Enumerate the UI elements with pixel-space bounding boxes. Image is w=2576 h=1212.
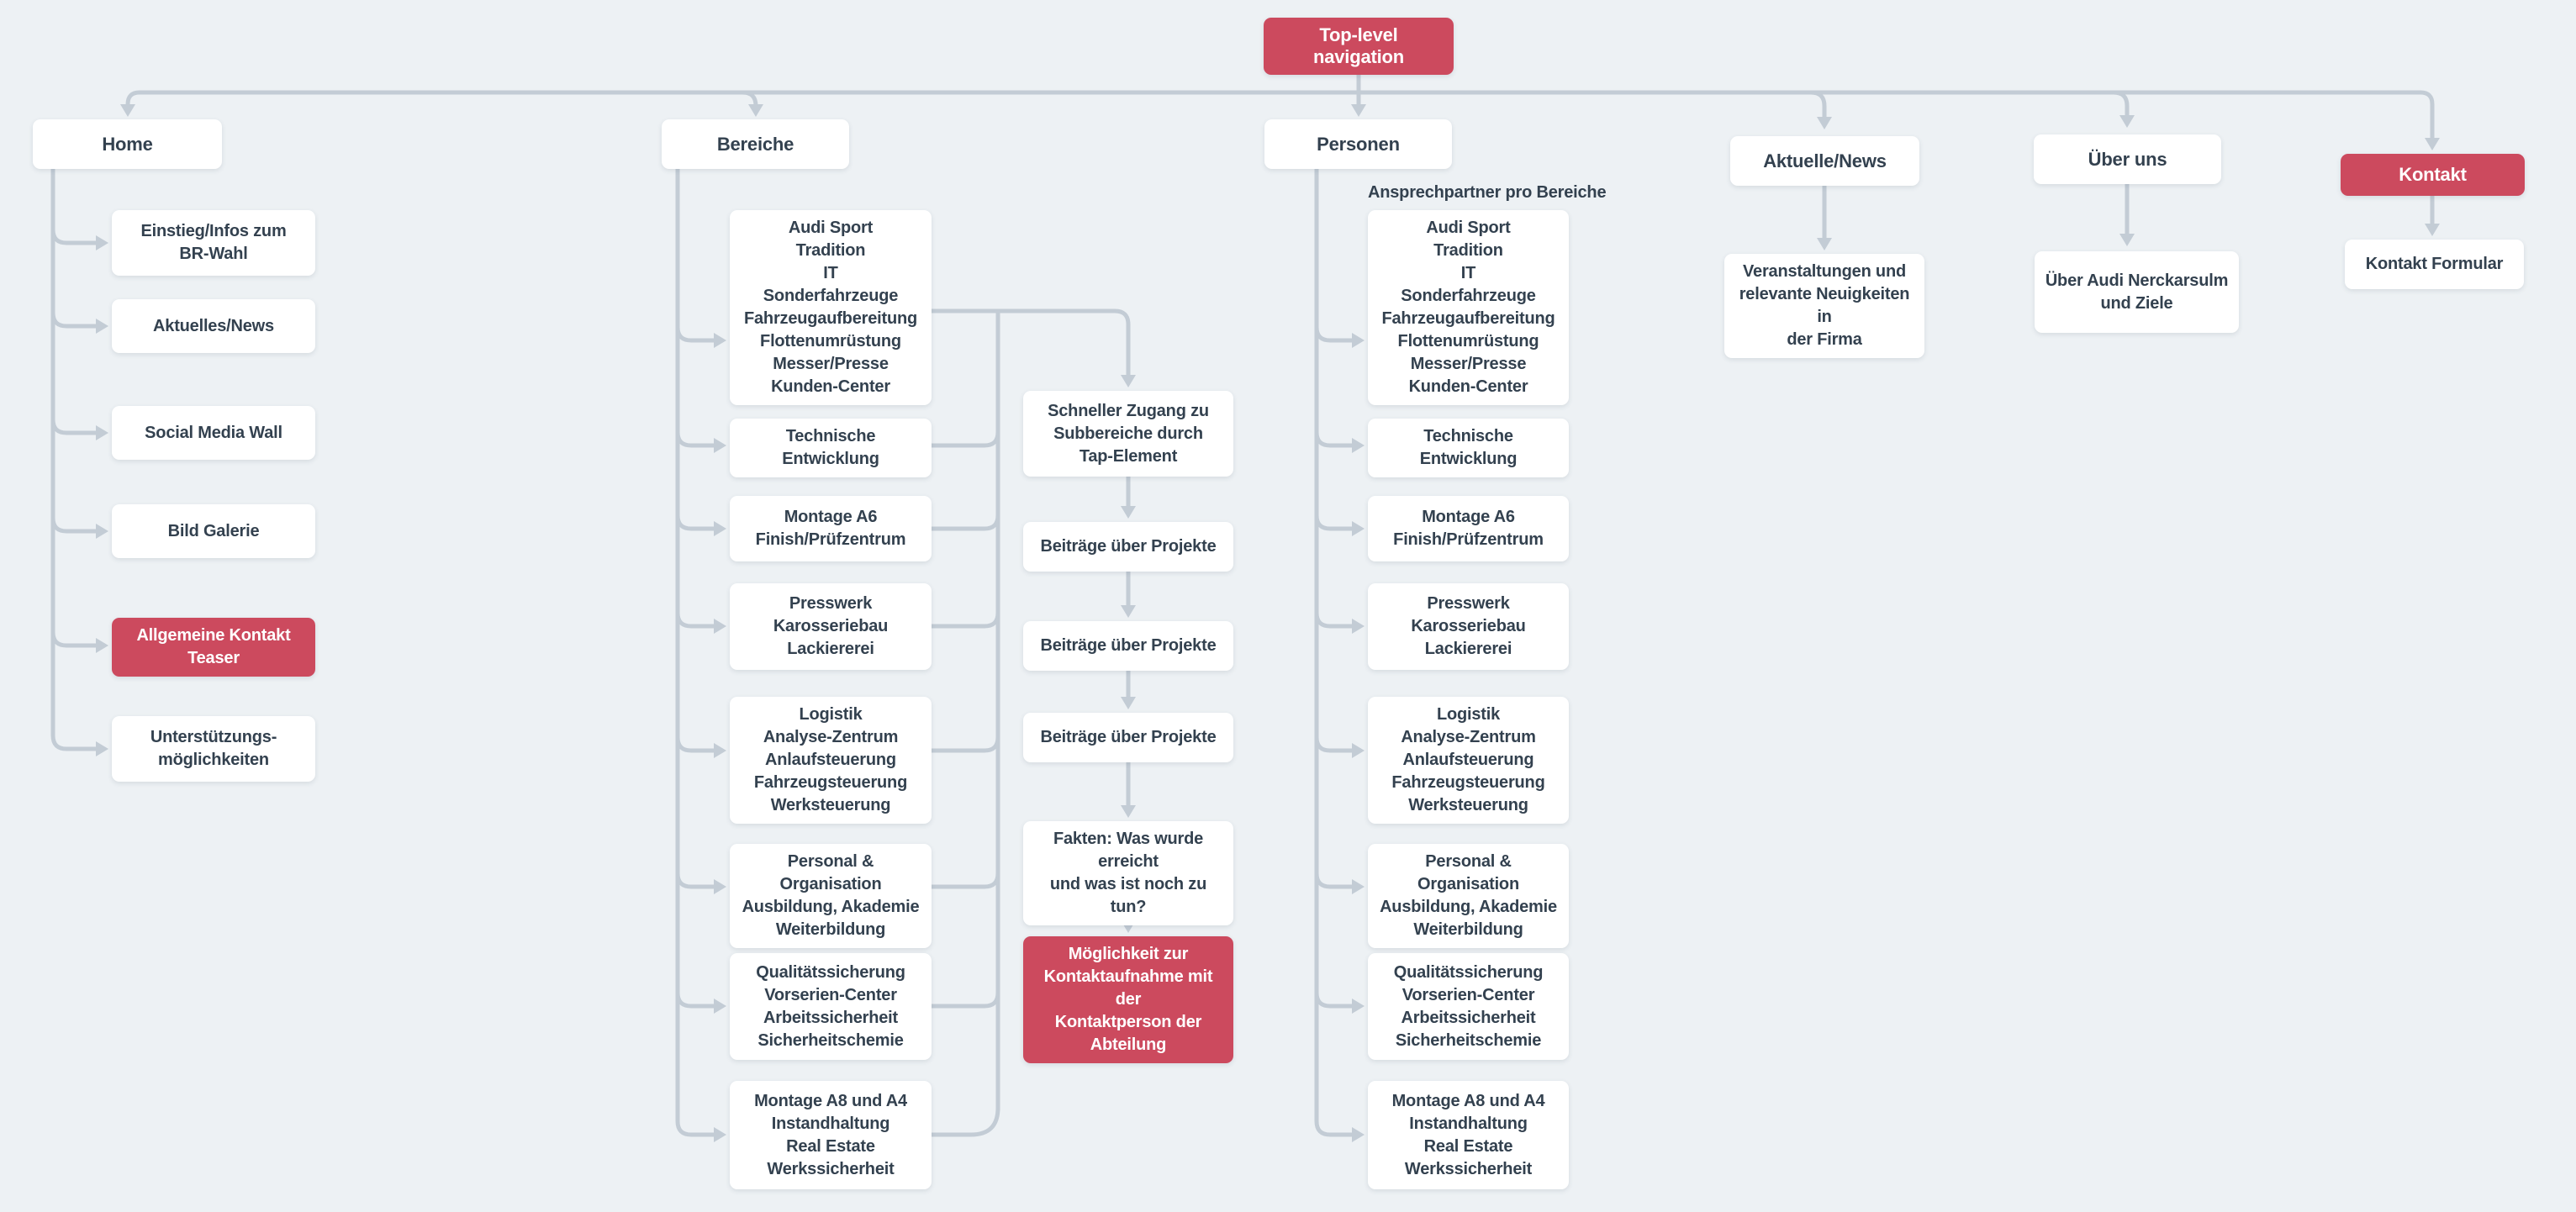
header-ueber-uns[interactable]: Über uns (2034, 134, 2221, 184)
node-home-unterstuetzungsmoeglichkeiten[interactable]: Unterstützungs- möglichkeiten (112, 716, 315, 782)
node-flow-fakten[interactable]: Fakten: Was wurde erreicht und was ist n… (1023, 821, 1233, 925)
header-personen[interactable]: Personen (1264, 119, 1452, 169)
node-ueber-audi-neckarsulm-ziele[interactable]: Über Audi Nerckarsulm und Ziele (2035, 251, 2239, 333)
node-personen-qualitaetssicherung[interactable]: Qualitätssicherung Vorserien-Center Arbe… (1368, 953, 1569, 1060)
node-bereiche-presswerk[interactable]: Presswerk Karosseriebau Lackiererei (730, 583, 932, 670)
node-personen-personal-organisation[interactable]: Personal & Organisation Ausbildung, Akad… (1368, 844, 1569, 948)
node-veranstaltungen-neuigkeiten[interactable]: Veranstaltungen und relevante Neuigkeite… (1724, 254, 1924, 358)
header-aktuelle-news[interactable]: Aktuelle/News (1730, 136, 1919, 186)
node-personen-audi-sport-gruppe[interactable]: Audi Sport Tradition IT Sonderfahrzeuge … (1368, 210, 1569, 405)
node-personen-logistik[interactable]: Logistik Analyse-Zentrum Anlaufsteuerung… (1368, 697, 1569, 824)
node-personen-montage-a8-a4[interactable]: Montage A8 und A4 Instandhaltung Real Es… (1368, 1081, 1569, 1189)
node-bereiche-audi-sport-gruppe[interactable]: Audi Sport Tradition IT Sonderfahrzeuge … (730, 210, 932, 405)
node-bereiche-montage-a8-a4[interactable]: Montage A8 und A4 Instandhaltung Real Es… (730, 1081, 932, 1189)
node-bereiche-technische-entwicklung[interactable]: Technische Entwicklung (730, 419, 932, 477)
node-flow-beitraege-3[interactable]: Beiträge über Projekte (1023, 713, 1233, 762)
node-bereiche-montage-a6[interactable]: Montage A6 Finish/Prüfzentrum (730, 496, 932, 561)
node-personen-montage-a6[interactable]: Montage A6 Finish/Prüfzentrum (1368, 496, 1569, 561)
header-home[interactable]: Home (33, 119, 222, 169)
header-kontakt[interactable]: Kontakt (2341, 154, 2525, 196)
node-flow-schneller-zugang[interactable]: Schneller Zugang zu Subbereiche durch Ta… (1023, 391, 1233, 477)
node-flow-beitraege-2[interactable]: Beiträge über Projekte (1023, 621, 1233, 671)
node-flow-beitraege-1[interactable]: Beiträge über Projekte (1023, 522, 1233, 572)
node-personen-presswerk[interactable]: Presswerk Karosseriebau Lackiererei (1368, 583, 1569, 670)
node-home-einstieg-infos-br-wahl[interactable]: Einstieg/Infos zum BR-Wahl (112, 210, 315, 276)
node-home-allgemeine-kontakt-teaser[interactable]: Allgemeine Kontakt Teaser (112, 618, 315, 677)
node-bereiche-logistik[interactable]: Logistik Analyse-Zentrum Anlaufsteuerung… (730, 697, 932, 824)
label-ansprechpartner-pro-bereiche: Ansprechpartner pro Bereiche (1368, 183, 1607, 202)
node-bereiche-personal-organisation[interactable]: Personal & Organisation Ausbildung, Akad… (730, 844, 932, 948)
node-home-bild-galerie[interactable]: Bild Galerie (112, 504, 315, 558)
node-kontakt-formular[interactable]: Kontakt Formular (2345, 240, 2524, 289)
node-bereiche-qualitaetssicherung[interactable]: Qualitätssicherung Vorserien-Center Arbe… (730, 953, 932, 1060)
node-personen-technische-entwicklung[interactable]: Technische Entwicklung (1368, 419, 1569, 477)
header-bereiche[interactable]: Bereiche (662, 119, 849, 169)
node-flow-kontaktaufnahme[interactable]: Möglichkeit zur Kontaktaufnahme mit der … (1023, 936, 1233, 1063)
node-home-aktuelles-news[interactable]: Aktuelles/News (112, 299, 315, 353)
node-home-social-media-wall[interactable]: Social Media Wall (112, 406, 315, 460)
node-top-level-navigation[interactable]: Top-level navigation (1264, 18, 1454, 75)
